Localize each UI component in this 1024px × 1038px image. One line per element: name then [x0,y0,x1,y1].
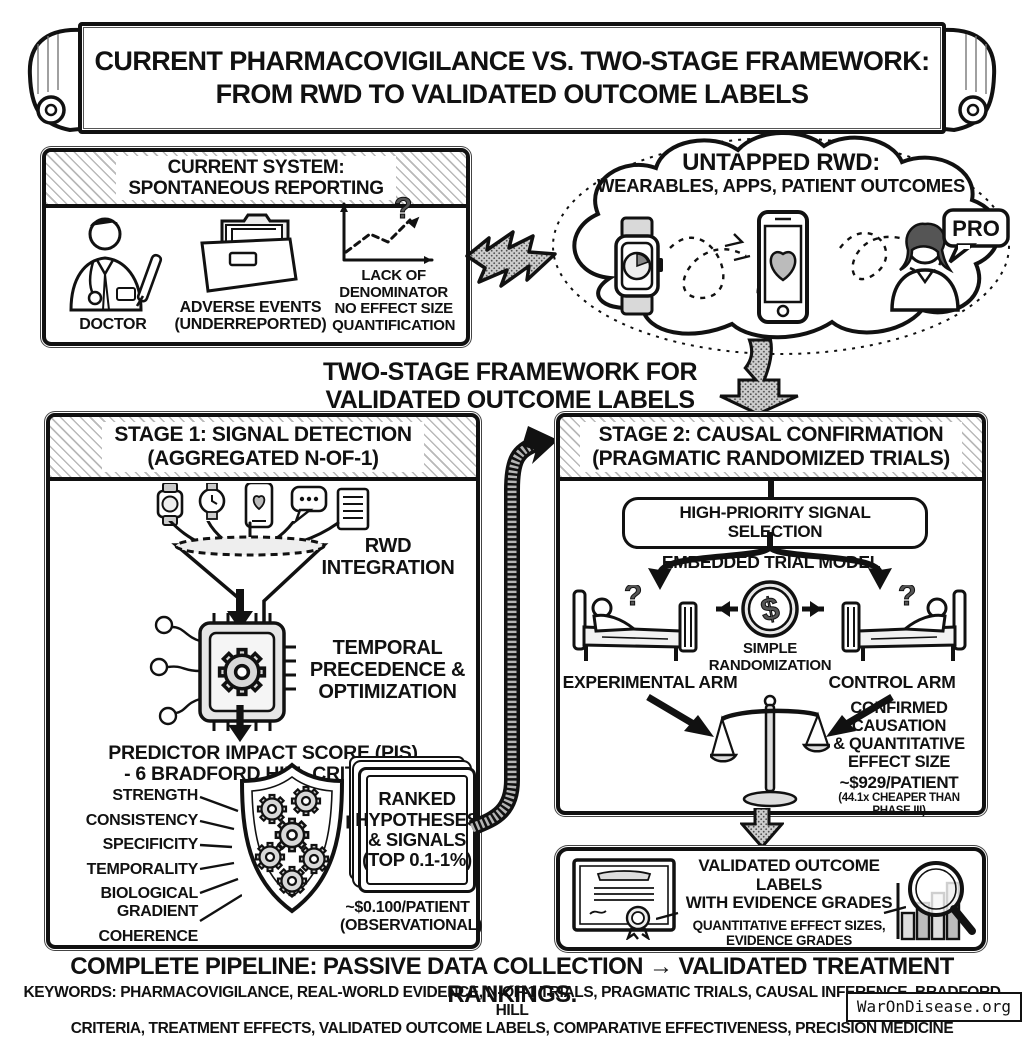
confirmed-causation-label: CONFIRMED CAUSATION & QUANTITATIVE EFFEC… [833,699,965,772]
stage1-device-icons [156,483,370,531]
phone-heart-icon [757,210,809,324]
converging-arrows [646,693,894,737]
current-system-title: CURRENT SYSTEM: SPONTANEOUS REPORTING [116,155,396,201]
ranked-hypotheses-label: RANKED HYPOTHESES & SIGNALS (TOP 0.1-1%) [355,788,479,871]
branch-arrows [648,532,892,590]
chip-gear-icon [149,613,296,731]
signal-selection-label: HIGH-PRIORITY SIGNAL SELECTION [679,503,871,541]
embedded-trial-label: EMBEDDED TRIAL MODEL [661,552,881,572]
shield-gears-icon [239,762,345,914]
untapped-rwd-cloud: UNTAPPED RWD: WEARABLES, APPS, PATIENT O… [550,128,1012,360]
phone-small-icon [244,483,274,529]
stage1-cost-label: ~$0.100/PATIENT (OBSERVATIONAL) [340,899,483,934]
title-banner: CURRENT PHARMACOVIGILANCE VS. TWO-STAGE … [18,20,1006,138]
question-mark-right: ? [898,585,916,612]
scroll-left-curl-icon [27,27,92,133]
stage1-box: STAGE 1: SIGNAL DETECTION (AGGREGATED N-… [46,413,483,949]
experimental-bed-icon: ? [572,585,698,663]
framework-heading: TWO-STAGE FRAMEWORK FOR VALIDATED OUTCOM… [322,358,698,415]
signal-selection-pill: HIGH-PRIORITY SIGNAL SELECTION [622,497,928,549]
experimental-arm-label: EXPERIMENTAL ARM [562,672,738,692]
cloud-title-line1: UNTAPPED RWD: [682,149,880,176]
watch-round-icon [198,483,226,520]
current-system-box: CURRENT SYSTEM: SPONTANEOUS REPORTING DO… [42,148,470,346]
magnifier-chart-icon [896,861,976,941]
down-arrow-1 [227,589,253,630]
pipeline-summary: COMPLETE PIPELINE: PASSIVE DATA COLLECTI… [70,953,954,1008]
scales-icon [710,694,830,808]
cloud-title-line2: WEARABLES, APPS, PATIENT OUTCOMES [597,175,965,197]
zigzag-arrow-icon [465,230,557,288]
doctor-item: DOCTOR [57,214,169,334]
stage2-down-arrow-icon [740,808,784,848]
stage2-header: STAGE 2: CAUSAL CONFIRMATION (PRAGMATIC … [560,417,982,481]
question-glyph: ? [394,196,412,225]
certificate-icon [572,858,676,940]
banner-title: CURRENT PHARMACOVIGILANCE VS. TWO-STAGE … [94,46,931,109]
rwd-integration-label: RWD INTEGRATION [321,535,455,579]
pro-speech-bubble: PRO [942,208,1010,264]
criterion-strength: STRENGTH [112,787,198,804]
control-arm-label: CONTROL ARM [828,672,956,692]
watch-square-icon [156,483,184,526]
scroll-right-curl-icon [932,27,997,133]
criterion-biological-gradient: BIOLOGICAL GRADIENT [100,885,199,920]
outcome-title: VALIDATED OUTCOME LABELS WITH EVIDENCE G… [685,856,893,913]
stage2-cost-note: (44.1x CHEAPER THAN PHASE III) [838,792,960,817]
lack-denominator-label: LACK OF DENOMINATOR NO EFFECT SIZE QUANT… [332,267,456,334]
criterion-coherence: COHERENCE [98,927,198,945]
stage1-header: STAGE 1: SIGNAL DETECTION (AGGREGATED N-… [50,417,476,481]
adverse-events-label: ADVERSE EVENTS (UNDERREPORTED) [174,298,327,334]
adverse-events-item: ADVERSE EVENTS (UNDERREPORTED) [175,209,327,334]
chart-question-icon: ? [340,196,434,264]
randomization-coin-icon: $ [716,580,824,638]
adverse-events-folder-icon [200,213,299,293]
patient-icon [890,222,960,312]
outcome-text: VALIDATED OUTCOME LABELS WITH EVIDENCE G… [678,856,900,949]
outcome-box: VALIDATED OUTCOME LABELS WITH EVIDENCE G… [556,847,986,951]
chat-bubble-icon [290,485,328,525]
bradford-hill-criteria: STRENGTH CONSISTENCY SPECIFICITY TEMPORA… [56,787,199,945]
simple-randomization-label: SIMPLE RANDOMIZATION [708,640,832,674]
stage1-to-stage2-arrow [468,426,558,836]
pro-badge-text: PRO [952,216,1000,241]
document-icon [336,487,370,531]
lack-denominator-item: ? LACK OF DENOMINATOR NO EFFECT SIZE QUA… [332,196,455,334]
cloud-title: UNTAPPED RWD: WEARABLES, APPS, PATIENT O… [590,149,972,197]
confirmed-causation-block: CONFIRMED CAUSATION & QUANTITATIVE EFFEC… [818,699,980,818]
outcome-subtitle: QUANTITATIVE EFFECT SIZES, EVIDENCE GRAD… [692,918,886,948]
stage1-title: STAGE 1: SIGNAL DETECTION (AGGREGATED N-… [102,422,424,472]
question-mark-left: ? [624,585,642,612]
header-connector-line [768,477,774,499]
doctor-label: DOCTOR [79,316,147,334]
doctor-icon [69,217,162,312]
stage2-cost: ~$929/PATIENT [839,772,959,792]
watermark-text: WarOnDisease.org [856,997,1011,1016]
current-system-header: CURRENT SYSTEM: SPONTANEOUS REPORTING [46,152,466,208]
subtitle-leader-lines [656,905,906,921]
criterion-consistency: CONSISTENCY [85,811,199,829]
criterion-temporality: TEMPORALITY [86,860,199,878]
down-arrow-2 [228,705,252,743]
criteria-leader-lines [199,795,242,923]
temporal-label: TEMPORAL PRECEDENCE & OPTIMIZATION [309,637,466,703]
control-bed-icon: ? [841,585,967,663]
watermark: WarOnDisease.org [845,992,1022,1022]
banner-plate: CURRENT PHARMACOVIGILANCE VS. TWO-STAGE … [78,22,946,134]
stage2-title: STAGE 2: CAUSAL CONFIRMATION (PRAGMATIC … [580,422,962,472]
stage2-box: STAGE 2: CAUSAL CONFIRMATION (PRAGMATIC … [556,413,986,818]
criterion-specificity: SPECIFICITY [102,836,199,854]
ranked-hypotheses-card: RANKED HYPOTHESES & SIGNALS (TOP 0.1-1%) [355,767,479,893]
smartwatch-icon [614,216,663,316]
